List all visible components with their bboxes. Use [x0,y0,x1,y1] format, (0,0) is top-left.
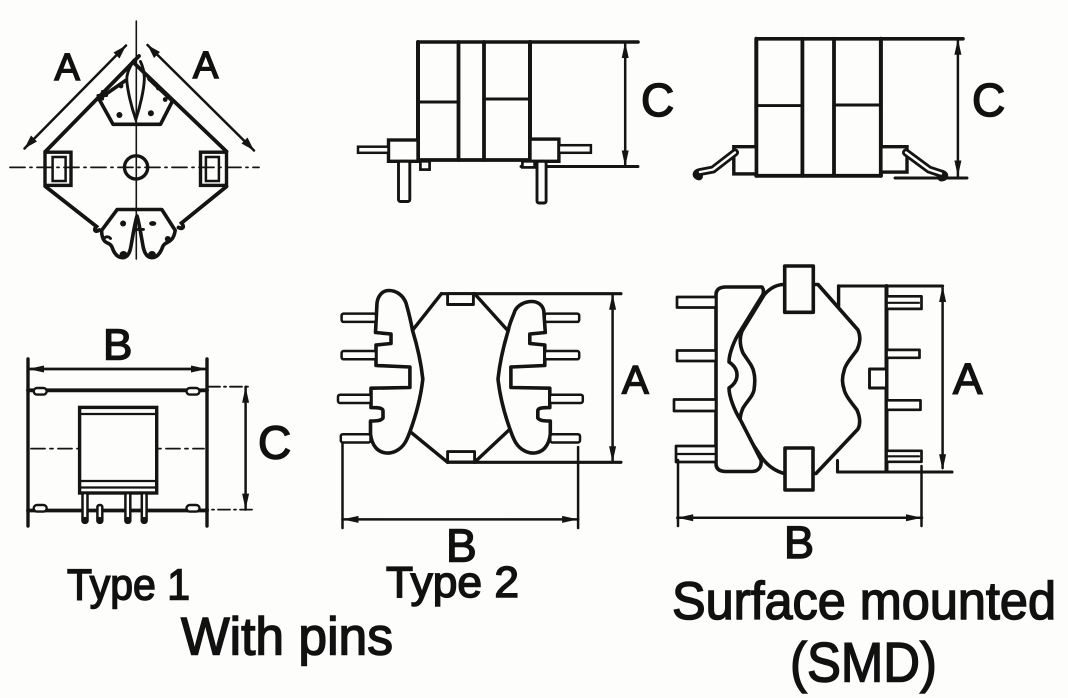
svg-text:Type 1: Type 1 [67,561,190,610]
svg-text:B: B [446,520,477,572]
svg-text:A: A [55,47,81,89]
svg-text:(SMD): (SMD) [790,631,937,694]
svg-text:C: C [641,74,674,126]
svg-text:C: C [972,74,1005,126]
svg-text:Surface mounted: Surface mounted [672,572,1056,631]
svg-text:B: B [784,517,814,568]
svg-text:Type 2: Type 2 [386,558,519,607]
svg-text:A: A [622,358,649,402]
svg-text:B: B [103,321,132,370]
svg-text:C: C [258,417,291,469]
svg-text:With pins: With pins [181,608,393,667]
svg-text:A: A [193,45,219,87]
svg-text:A: A [953,355,983,404]
